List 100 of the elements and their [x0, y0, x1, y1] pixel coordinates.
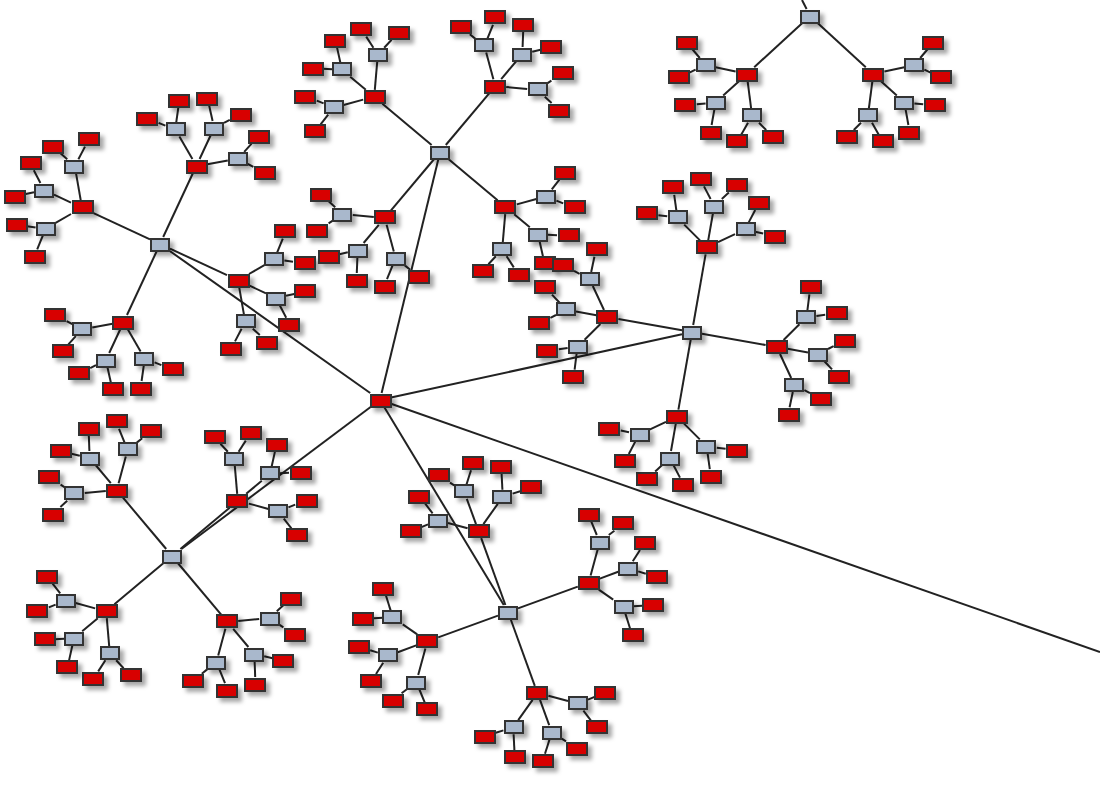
switch-node	[204, 121, 224, 135]
connector-line	[251, 327, 261, 336]
connector-line	[782, 323, 801, 341]
device-node	[540, 40, 563, 55]
device-node	[416, 702, 439, 717]
connector-line	[208, 104, 214, 122]
device-node	[827, 369, 850, 384]
device-node	[553, 165, 576, 180]
switch-node	[629, 427, 649, 442]
connector-line	[500, 60, 518, 81]
device-node	[5, 217, 27, 232]
switch-node	[235, 314, 256, 329]
connector-line	[219, 442, 229, 453]
device-node	[293, 256, 315, 271]
device-node	[247, 129, 269, 144]
connector-line	[779, 353, 793, 379]
device-node	[548, 103, 571, 117]
device-node	[735, 67, 758, 82]
connector-line	[381, 102, 433, 146]
connector-line	[515, 198, 538, 206]
switch-node	[206, 655, 227, 670]
device-node	[373, 210, 396, 225]
switch-node	[323, 100, 344, 115]
device-node	[306, 223, 329, 238]
device-node	[23, 249, 46, 264]
switch-node	[79, 451, 100, 465]
connector-line	[521, 30, 525, 48]
connector-line	[722, 80, 740, 97]
connector-line	[673, 193, 678, 212]
switch-node	[454, 484, 475, 499]
connector-line	[70, 452, 81, 457]
device-node	[930, 70, 953, 85]
connector-line	[683, 422, 701, 441]
device-node	[360, 674, 383, 688]
connector-line	[59, 499, 69, 508]
connector-line	[883, 66, 906, 73]
connector-line	[180, 406, 372, 550]
connector-line	[801, 0, 808, 10]
connector-line	[375, 661, 385, 675]
switch-node	[266, 291, 286, 305]
connector-line	[482, 502, 499, 526]
connector-line	[714, 66, 737, 73]
connector-line	[583, 323, 602, 341]
device-node	[674, 98, 697, 112]
connector-line	[657, 214, 669, 218]
connector-line	[806, 293, 811, 312]
switch-node	[382, 610, 403, 625]
device-node	[26, 604, 49, 619]
device-node	[563, 200, 586, 215]
connector-line	[500, 472, 504, 491]
device-node	[636, 206, 659, 221]
connector-line	[582, 709, 592, 722]
switch-node	[808, 347, 828, 362]
connector-line	[168, 250, 372, 394]
connector-line	[573, 352, 578, 371]
switch-node	[55, 593, 76, 608]
device-node	[105, 414, 128, 429]
switch-node	[134, 351, 155, 366]
device-node	[265, 437, 288, 452]
connector-line	[701, 332, 767, 346]
connector-line	[486, 23, 494, 40]
device-node	[253, 165, 276, 180]
device-node	[835, 130, 858, 144]
device-node	[226, 493, 249, 508]
switch-node	[385, 251, 406, 266]
connector-line	[217, 627, 227, 657]
device-node	[675, 35, 698, 49]
switch-node	[567, 339, 588, 354]
connector-line	[247, 502, 270, 510]
switch-node	[64, 486, 85, 501]
device-node	[484, 79, 507, 94]
device-node	[507, 267, 530, 282]
device-node	[348, 639, 371, 654]
connector-line	[539, 698, 551, 727]
connector-line	[74, 602, 97, 610]
connector-line	[573, 269, 581, 275]
switch-node	[568, 696, 588, 711]
device-node	[351, 611, 374, 626]
switch-node	[260, 466, 280, 481]
device-node	[557, 228, 579, 243]
device-node	[350, 22, 373, 37]
switch-node	[332, 62, 352, 77]
device-node	[833, 333, 856, 348]
device-node	[216, 683, 239, 698]
device-node	[566, 741, 588, 756]
connector-line	[913, 102, 925, 106]
switch-node	[264, 252, 285, 267]
connector-line	[355, 256, 359, 274]
connector-line	[206, 159, 229, 166]
connector-line	[803, 389, 811, 395]
device-node	[227, 273, 249, 288]
connector-line	[512, 733, 516, 752]
device-node	[467, 524, 490, 539]
connector-line	[485, 51, 495, 81]
connector-line	[47, 603, 57, 609]
device-node	[526, 685, 549, 700]
device-node	[3, 189, 26, 204]
connector-line	[238, 286, 245, 316]
connector-line	[270, 450, 276, 468]
device-node	[19, 156, 42, 171]
